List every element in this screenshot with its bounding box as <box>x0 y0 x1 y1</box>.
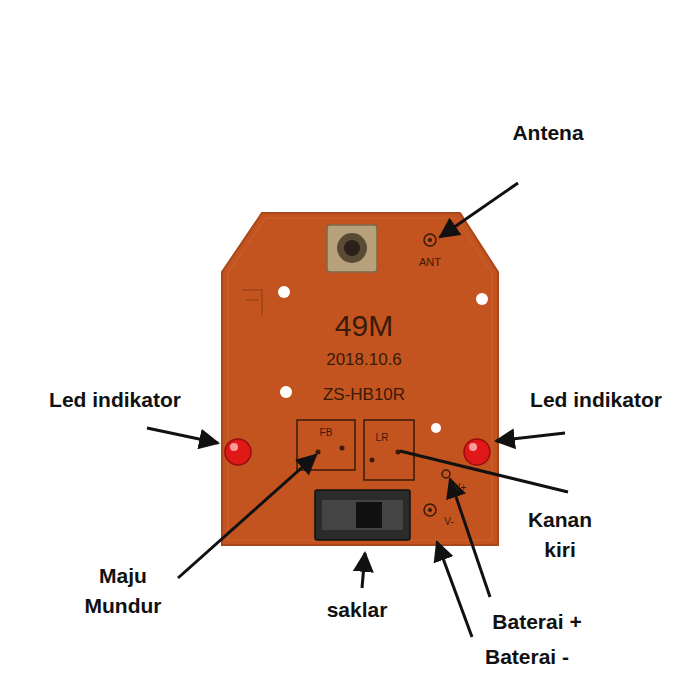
silkscreen-text: ANT <box>419 256 441 268</box>
leader-arrow <box>440 183 518 237</box>
antenna-hole <box>428 238 432 242</box>
switch-track <box>322 500 403 530</box>
callout-label: Maju Mundur <box>78 561 168 622</box>
slide-switch <box>315 490 410 540</box>
callout-label: Kanan kiri <box>520 505 600 566</box>
potentiometer-knob <box>337 233 367 263</box>
lr-pad <box>370 458 375 463</box>
board-edge <box>228 218 492 540</box>
leader-arrow <box>437 542 472 637</box>
mount-hole <box>431 423 441 433</box>
led-shine <box>469 443 477 451</box>
leader-arrow <box>362 553 365 588</box>
silk-mark <box>242 290 262 315</box>
fb-pad <box>316 450 321 455</box>
led-shine <box>230 443 238 451</box>
fb-pad <box>340 446 345 451</box>
mount-hole <box>280 386 292 398</box>
silkscreen-text: FB <box>320 427 333 438</box>
antenna-pad <box>424 234 436 246</box>
silkscreen-text: 49M <box>335 309 393 342</box>
battery-hole <box>428 508 432 512</box>
led <box>464 439 490 465</box>
silkscreen-text: LR <box>376 432 389 443</box>
silkscreen-text: 2018.10.6 <box>326 351 402 370</box>
potentiometer-slot <box>344 240 360 256</box>
callout-label: Led indikator <box>530 385 662 415</box>
silkscreen-text: V- <box>444 516 453 527</box>
callout-label: Baterai + <box>492 607 581 637</box>
silkscreen-text: ZS-HB10R <box>323 386 405 405</box>
leader-arrow <box>147 428 218 443</box>
callout-label: saklar <box>327 595 388 625</box>
battery-pad <box>424 504 436 516</box>
mount-hole <box>278 286 290 298</box>
callout-label: Led indikator <box>49 385 181 415</box>
callout-label: Baterai - <box>485 642 569 672</box>
lr-footprint <box>364 420 414 480</box>
potentiometer <box>327 225 377 272</box>
switch-knob <box>356 502 382 528</box>
battery-pad <box>442 470 450 478</box>
leader-arrow <box>178 455 316 578</box>
leader-arrow <box>496 433 565 441</box>
leader-line <box>400 451 568 492</box>
leader-arrow <box>450 479 490 597</box>
led <box>225 439 251 465</box>
lr-pad <box>396 450 401 455</box>
mount-hole <box>476 293 488 305</box>
callout-label: Antena <box>512 118 583 148</box>
silkscreen-text: V+ <box>454 482 467 493</box>
